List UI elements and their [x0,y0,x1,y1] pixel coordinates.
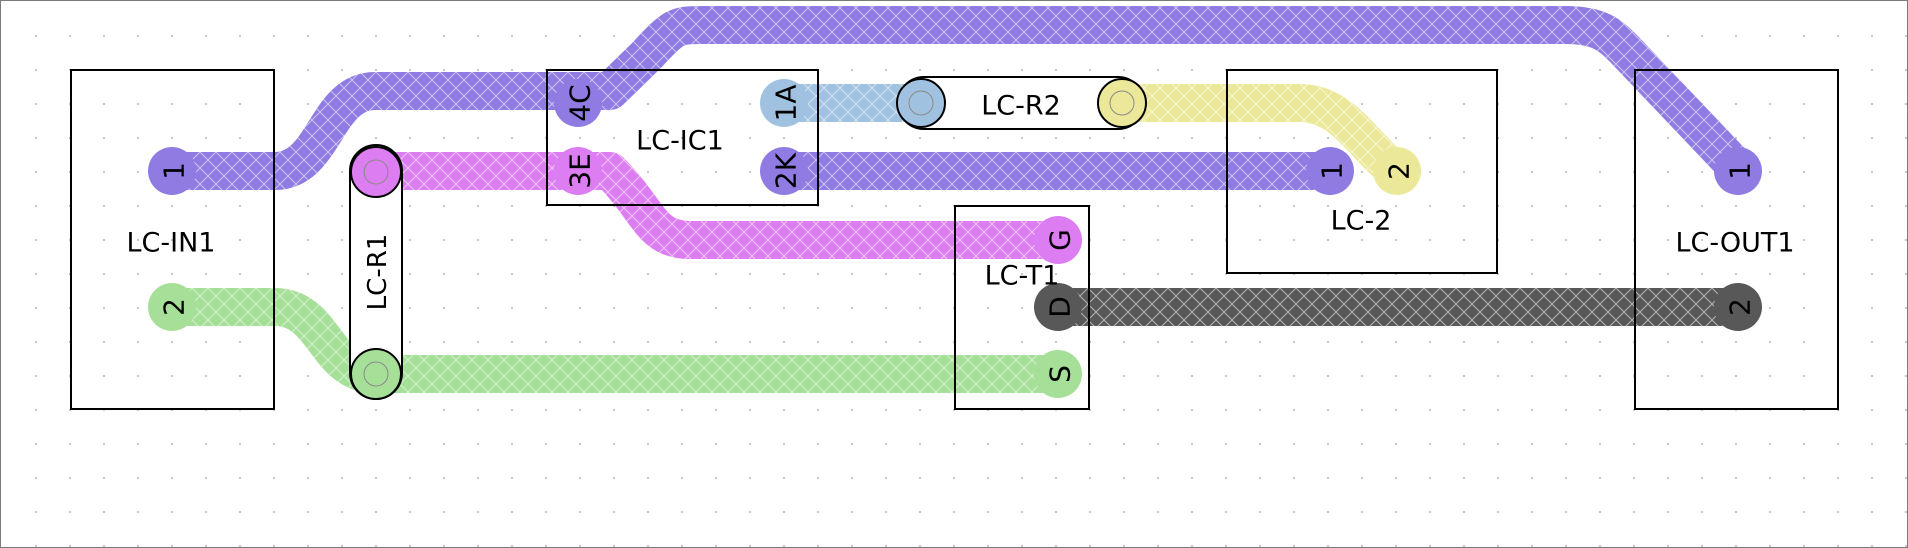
pad-lc-t1-g-copper [1034,216,1082,264]
pad-lc-t1-s-copper [1034,350,1082,398]
trace-net-r1-gate [376,152,1058,259]
pad-lc-t1-s[interactable]: S [1034,350,1082,398]
pad-lc-2-1-label: 1 [1316,162,1349,180]
pad-lc-in1-2-copper [148,283,196,331]
component-lc-out1-label: LC-OUT1 [1675,228,1794,259]
pad-lc-out1-1-label: 1 [1724,162,1757,180]
pad-lc-in1-1-copper [148,147,196,195]
resistor-lc-r2[interactable]: LC-R2 [896,76,1147,130]
pad-lc-t1-d-label: D [1044,296,1077,318]
component-lc-in1-label: LC-IN1 [127,228,216,259]
pad-lc-ic1-4c-copper [554,79,602,127]
pad-lc-in1-2[interactable]: 2 [148,283,196,331]
resistor-lc-r2-drill-1 [908,90,934,116]
pad-lc-t1-g-label: G [1044,229,1077,251]
component-lc-2-label: LC-2 [1331,206,1392,237]
pad-lc-out1-2-label: 2 [1724,298,1757,316]
pad-lc-t1-g[interactable]: G [1034,216,1082,264]
pad-lc-out1-2-copper [1714,283,1762,331]
resistor-lc-r1-drill-2 [363,361,389,387]
pad-lc-2-2-label: 2 [1383,162,1416,180]
pad-lc-ic1-3e[interactable]: 3E [554,147,602,195]
component-lc-in1[interactable]: LC-IN1 [70,69,275,410]
component-lc-in1-outline [70,69,275,410]
pad-lc-out1-1-copper [1714,147,1762,195]
component-lc-t1-label: LC-T1 [985,261,1060,292]
pad-lc-ic1-2k-label: 2K [770,152,803,189]
component-lc-2[interactable]: LC-2 [1226,69,1498,274]
pad-lc-ic1-2k-copper [760,147,808,195]
pad-lc-in1-2-label: 2 [158,298,191,316]
pad-lc-out1-2[interactable]: 2 [1714,283,1762,331]
pad-lc-in1-1[interactable]: 1 [148,147,196,195]
resistor-lc-r2-label: LC-R2 [981,91,1061,122]
pad-lc-ic1-1a-label: 1A [770,85,803,122]
pad-lc-2-1-copper [1306,147,1354,195]
pad-lc-2-2-copper [1373,147,1421,195]
resistor-lc-r2-pad-1[interactable] [896,78,946,128]
component-lc-out1-outline [1634,69,1839,410]
resistor-lc-r2-drill-2 [1109,90,1135,116]
component-lc-ic1-label: LC-IC1 [636,126,724,157]
pad-lc-ic1-1a-copper [760,79,808,127]
pad-lc-ic1-1a[interactable]: 1A [760,79,808,127]
resistor-lc-r1-label: LC-R1 [363,234,393,311]
resistor-lc-r1-pad-1[interactable] [350,146,402,198]
resistor-lc-r1-pad-2[interactable] [350,348,402,400]
resistor-lc-r2-pad-2[interactable] [1097,78,1147,128]
pad-lc-in1-1-label: 1 [158,162,191,180]
pad-lc-t1-s-label: S [1044,365,1077,383]
pad-lc-t1-d-copper [1034,283,1082,331]
pad-lc-out1-1[interactable]: 1 [1714,147,1762,195]
trace-net-in1-r2 [175,6,1754,190]
component-lc-ic1-outline [546,69,819,206]
pad-lc-ic1-4c-label: 4C [564,84,597,121]
pad-lc-2-2[interactable]: 2 [1373,147,1421,195]
component-lc-out1[interactable]: LC-OUT1 [1634,69,1839,410]
pad-lc-ic1-3e-copper [554,147,602,195]
pad-lc-ic1-2k[interactable]: 2K [760,147,808,195]
component-lc-t1[interactable] [954,205,1090,410]
pad-lc-ic1-3e-label: 3E [564,153,597,189]
component-lc-2-outline [1226,69,1498,274]
resistor-lc-r1[interactable]: LC-R1 [349,144,403,400]
pad-lc-2-1[interactable]: 1 [1306,147,1354,195]
component-lc-t1-outline [954,205,1090,410]
pad-lc-t1-d[interactable]: D [1034,283,1082,331]
component-lc-ic1[interactable]: LC-IC1 [546,69,819,206]
pad-lc-ic1-4c[interactable]: 4C [554,79,602,127]
resistor-lc-r1-drill-1 [363,159,389,185]
